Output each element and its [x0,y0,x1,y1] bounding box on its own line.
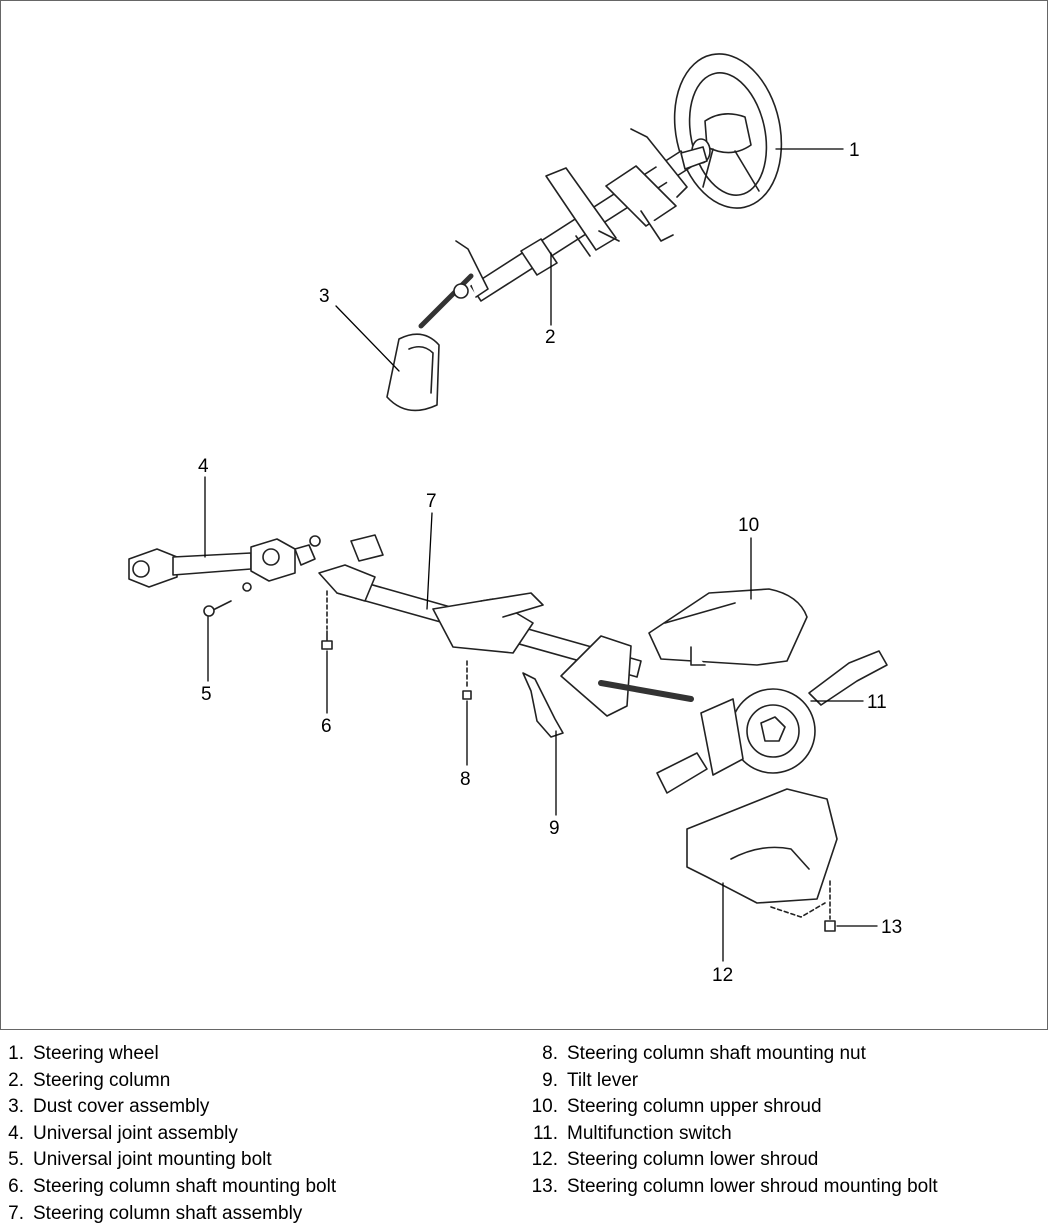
parts-legend: 1. Steering wheel 2. Steering column 3. Dus… [0,1041,1050,1224]
lower-shroud [686,788,838,918]
shaft-mounting-nut [462,660,472,700]
lower-shroud-bolt [824,880,836,932]
legend-item-label: Universal joint mounting bolt [33,1149,272,1171]
steering-column [455,128,708,302]
callout-11: 11 [867,692,887,713]
universal-joint-bolt [203,582,252,617]
shaft-mounting-bolt [321,590,333,650]
universal-joint [128,535,321,588]
legend-item-label: Tilt lever [567,1069,639,1091]
callout-leaders [204,148,878,962]
legend-item-number: 12. [531,1149,558,1171]
legend-item-label: Steering column shaft assembly [33,1202,303,1224]
steering-column-shaft [318,534,694,717]
legend-item-number: 10. [531,1096,558,1118]
callout-2: 2 [545,327,556,348]
legend-item-label: Steering column upper shroud [567,1096,822,1118]
legend-item-number: 6. [8,1175,24,1197]
callout-6: 6 [321,716,332,737]
diagram-frame: 1 2 3 4 5 6 7 8 9 10 11 12 13 [0,0,1048,1030]
legend-item-label: Steering column lower shroud [567,1149,819,1171]
upper-shroud [648,588,808,666]
callout-3: 3 [319,286,330,307]
legend-item-number: 13. [531,1175,558,1197]
legend-item-label: Multifunction switch [567,1122,732,1144]
multifunction-switch [656,650,888,794]
callout-10: 10 [738,515,760,536]
leader-3 [335,305,400,372]
callout-12: 12 [712,965,734,986]
legend-item-number: 5. [8,1149,24,1171]
legend-item-number: 3. [8,1096,24,1118]
legend-item-number: 7. [8,1202,24,1224]
legend-item-label: Steering column shaft mounting nut [567,1043,866,1064]
legend-item-number: 9. [542,1069,558,1091]
tilt-lever [522,672,564,738]
legend-item-label: Dust cover assembly [33,1096,210,1118]
legend-item-label: Universal joint assembly [33,1122,238,1144]
callout-13: 13 [881,917,903,938]
legend-item-number: 8. [542,1043,558,1064]
legend-item-label: Steering column shaft mounting bolt [33,1175,337,1197]
legend-item-number: 11. [532,1122,558,1144]
callout-7: 7 [426,491,437,512]
callout-4: 4 [198,456,209,477]
callout-8: 8 [460,769,471,790]
callout-9: 9 [549,818,560,839]
legend-item-label: Steering wheel [33,1043,159,1064]
legend-item-label: Steering column lower shroud mounting bo… [567,1175,938,1197]
legend-item-label: Steering column [33,1069,171,1091]
legend-item-number: 1. [8,1043,24,1064]
dust-cover [386,273,474,412]
leader-7 [426,512,433,610]
callout-1: 1 [849,140,860,161]
legend-item-number: 4. [8,1122,24,1144]
legend-item-number: 2. [8,1069,24,1091]
exploded-view-drawing [128,53,888,962]
callout-5: 5 [201,684,212,705]
